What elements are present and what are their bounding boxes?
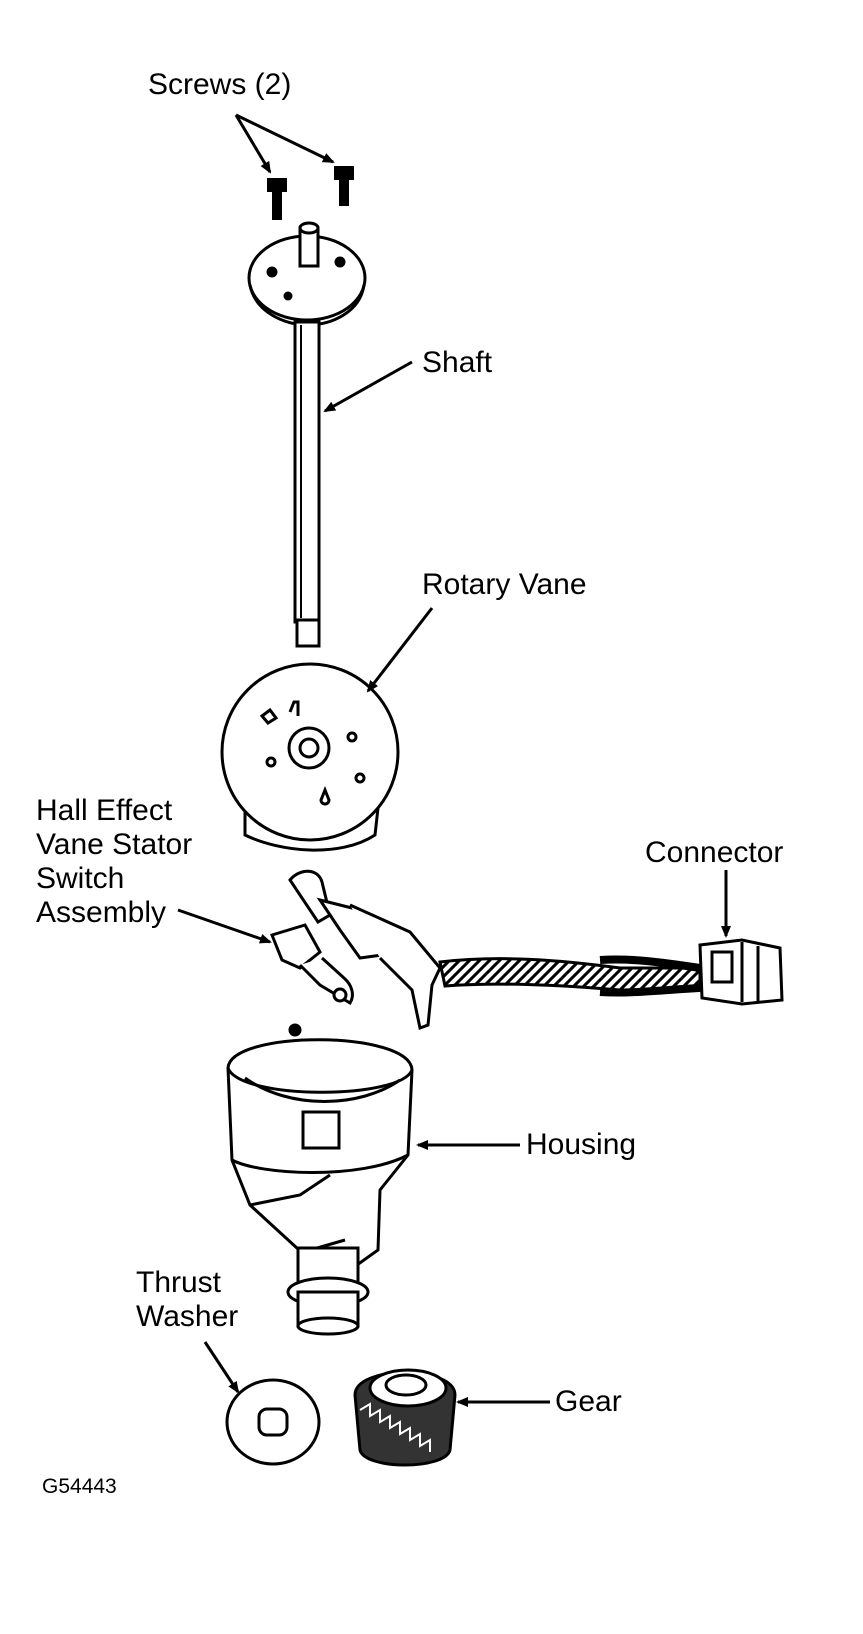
rotary-vane-leader-arrow (366, 607, 434, 693)
label-hall-effect-switch: Hall Effect Vane Stator Switch Assembly (36, 794, 192, 930)
screw-right (334, 166, 354, 206)
connector-cable (438, 955, 702, 997)
shaft-part (247, 221, 367, 648)
shaft-leader-arrow (323, 360, 413, 413)
label-housing: Housing (526, 1128, 637, 1161)
label-connector: Connector (645, 836, 784, 869)
thrust-washer-leader-arrow (203, 1341, 240, 1394)
label-gear: Gear (555, 1385, 622, 1418)
rotary-vane-part (220, 662, 400, 852)
label-rotary-vane: Rotary Vane (422, 568, 587, 601)
hall-effect-switch-part (269, 869, 442, 1031)
label-shaft: Shaft (422, 346, 493, 379)
screw-left (267, 178, 287, 220)
label-thrust-washer-line-1: Thrust (136, 1266, 222, 1299)
screws-leader-arrows (234, 113, 335, 174)
label-hall-effect-line-2: Vane Stator (36, 828, 193, 861)
label-thrust-washer-line-2: Washer (136, 1300, 239, 1333)
label-hall-effect-line-1: Hall Effect (36, 794, 173, 827)
label-thrust-washer: Thrust Washer (136, 1266, 238, 1334)
thrust-washer-part (225, 1378, 321, 1466)
label-hall-effect-line-3: Switch (36, 862, 125, 895)
gear-part (353, 1368, 457, 1467)
housing-part (226, 1023, 414, 1336)
label-screws: Screws (2) (148, 68, 292, 101)
label-hall-effect-line-4: Assembly (36, 896, 167, 929)
connector-part (698, 938, 784, 1006)
hall-effect-leader-arrow (177, 908, 272, 944)
figure-id: G54443 (42, 1475, 117, 1498)
